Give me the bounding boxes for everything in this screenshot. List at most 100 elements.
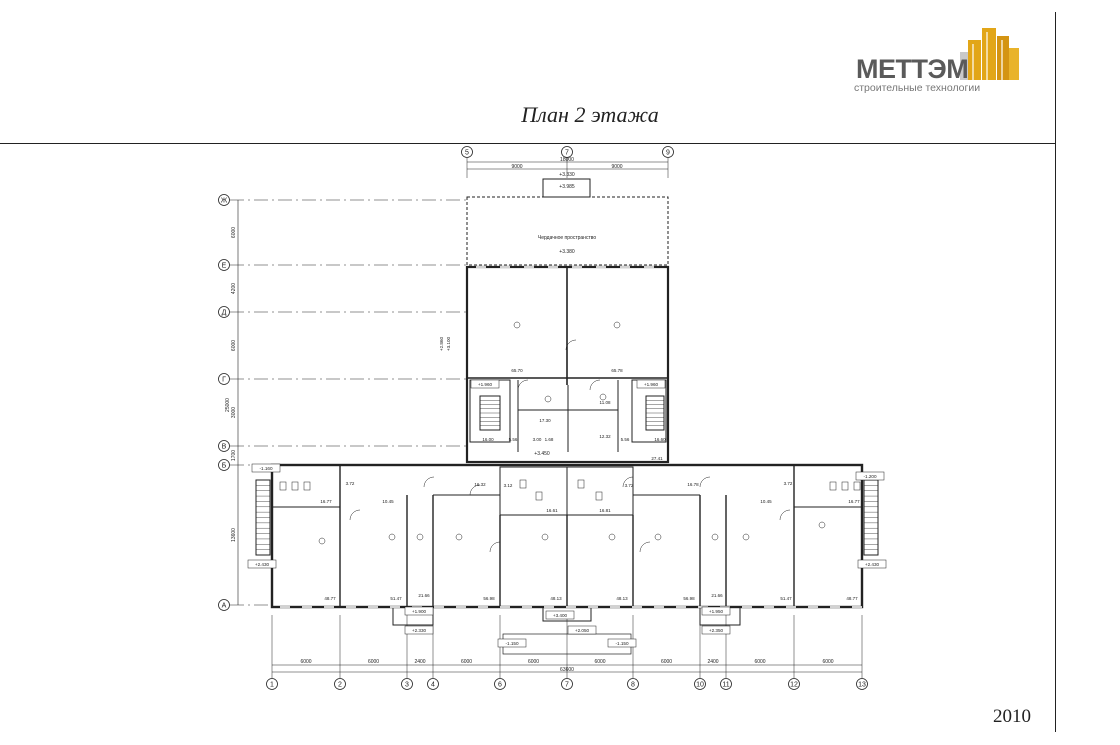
room-area-lower: 3.12	[504, 483, 513, 488]
dim-top: 9000	[511, 164, 522, 170]
dim-left: 6000	[231, 227, 237, 238]
axis-bottom-8-circle	[627, 678, 639, 690]
dim-top-total: 18000	[560, 157, 574, 163]
page-title: План 2 этажа	[521, 102, 659, 127]
room-area-upper: 11.08	[600, 400, 611, 405]
dim-left: 1700	[231, 450, 237, 461]
dim-left: 4200	[231, 283, 237, 294]
room-area-upper: 5.56	[621, 437, 630, 442]
sanitary-fixture	[829, 481, 837, 491]
door-swing	[565, 339, 577, 351]
room-area-upper: 65.70	[511, 368, 523, 373]
elevation-porch-right2: +2.350	[709, 628, 724, 633]
room-area-upper: 12.32	[599, 434, 611, 439]
elevation-left-end-box	[251, 463, 281, 473]
elevation-porch-left: +1.900	[412, 609, 427, 614]
axis-left-Д-circle	[218, 306, 230, 318]
sanitary-fixture	[577, 479, 585, 489]
door-swing	[589, 379, 601, 391]
axis-top-7-label: 7	[565, 150, 569, 157]
dim-bottom: 6000	[528, 659, 539, 665]
elevation-center-right: -1.150	[615, 641, 628, 646]
elevation-right-stair-box	[636, 379, 666, 389]
room-area-bottom: 48.77	[846, 596, 858, 601]
dim-left: 6000	[231, 340, 237, 351]
elevation-left-stair-box	[470, 379, 500, 389]
axis-bottom-12-label: 12	[790, 682, 798, 689]
axis-bottom-6-label: 6	[498, 682, 502, 689]
elevation-center-left: -1.150	[505, 641, 518, 646]
room-number-marker	[318, 537, 326, 545]
room-number-marker	[711, 533, 719, 541]
axis-left-Е-circle	[218, 259, 230, 271]
logo-wordmark: МЕТТЭМ	[856, 54, 969, 84]
elevation-left-low: +2.430	[255, 562, 270, 567]
sanitary-fixture	[291, 481, 299, 491]
elevation-center-porch-box	[545, 610, 575, 620]
dim-bottom-total: 63600	[560, 667, 574, 673]
dim-bottom: 2400	[707, 659, 718, 665]
room-area-bottom: 48.77	[324, 596, 336, 601]
axis-bottom-1-label: 1	[270, 682, 274, 689]
room-area-lower: 16.78	[687, 482, 699, 487]
elevation-porch-left2: +2.330	[412, 628, 427, 633]
elevation-porch-left-box	[404, 606, 434, 616]
sanitary-fixture	[535, 491, 543, 501]
axis-bottom-3-circle	[401, 678, 413, 690]
room-area-bottom: 56.98	[683, 596, 695, 601]
logo-buildings-icon	[960, 28, 1019, 80]
room-area-bottom: 21.66	[418, 593, 430, 598]
frame-right-border	[1055, 12, 1056, 732]
axis-left-Б-circle	[218, 459, 230, 471]
sanitary-fixture	[303, 481, 311, 491]
room-number-marker	[608, 533, 616, 541]
room-area-lower: 3.72	[346, 481, 355, 486]
room-number-marker	[654, 533, 662, 541]
door-swing	[349, 509, 361, 521]
elevation-left-end: -1.160	[259, 466, 272, 471]
room-area-bottom: 51.47	[780, 596, 792, 601]
room-number-marker	[388, 533, 396, 541]
room-area-lower: 16.77	[848, 499, 860, 504]
room-area-bottom: 48.13	[550, 596, 562, 601]
axis-left-Д-label: Д	[222, 310, 227, 317]
door-swing	[489, 541, 501, 553]
room-number-marker	[818, 521, 826, 529]
room-number-marker	[544, 395, 552, 403]
dim-bottom: 6000	[368, 659, 379, 665]
room-area-upper: 16.00	[482, 437, 494, 442]
elevation-center-left-box	[497, 638, 527, 648]
sanitary-fixture	[519, 479, 527, 489]
dim-left: 13600	[231, 528, 237, 542]
room-area-upper: 65.78	[611, 368, 623, 373]
axis-left-В-label: В	[222, 444, 227, 451]
axis-left-А-circle	[218, 599, 230, 611]
elevation-left-stair: +1.960	[478, 382, 493, 387]
room-area-upper: 1.68	[545, 437, 554, 442]
door-swing	[779, 509, 791, 521]
logo-subtitle: строительные технологии	[854, 82, 981, 94]
room-number-marker	[613, 321, 621, 329]
room-area-upper: 5.56	[509, 437, 518, 442]
door-swing	[469, 484, 481, 496]
elevation-top: +3.330	[559, 172, 575, 178]
company-logo: МЕТТЭМ строительные технологии	[850, 22, 1025, 94]
door-swing	[517, 379, 529, 391]
atrium-roof-elevation: +3.985	[559, 184, 575, 190]
axis-bottom-8-label: 8	[631, 682, 635, 689]
elevation-center-right-box	[607, 638, 637, 648]
dim-bottom: 6000	[594, 659, 605, 665]
elevation-center-porch: +3.400	[553, 613, 568, 618]
elevation-right-low-box	[857, 559, 887, 569]
axis-left-Г-label: Г	[222, 377, 226, 384]
elevation-right-end-box	[855, 471, 885, 481]
axis-bottom-10-circle	[694, 678, 706, 690]
elevation-center-step: +2.050	[575, 628, 590, 633]
room-area-bottom: 48.13	[616, 596, 628, 601]
dim-bottom: 6000	[300, 659, 311, 665]
room-area-lower: 16.32	[474, 482, 486, 487]
door-swing	[699, 476, 711, 488]
axis-left-Ж-circle	[218, 194, 230, 206]
room-number-marker	[416, 533, 424, 541]
elevation-mid-left2: +3.100	[446, 336, 451, 351]
